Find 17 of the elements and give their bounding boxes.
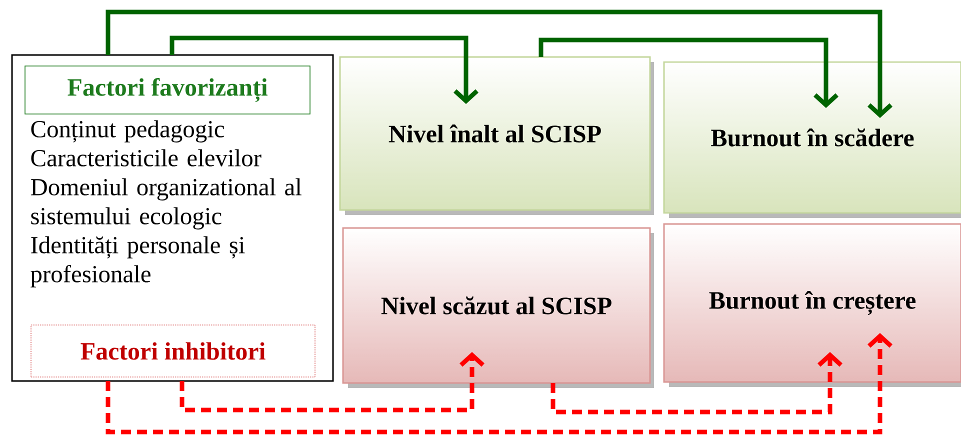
factor-list: Conținut pedagogic Caracteristicile elevilor Domeniul organizational al sistemului ecologic Identități personale și profesionale [30, 120, 302, 288]
arrow [538, 38, 839, 108]
outcome-box: Nivel scăzut al SCISP [342, 227, 654, 388]
outcome-box: Burnout în creștere [663, 223, 961, 387]
arrow [106, 333, 893, 434]
outcome-box: Nivel înalt al SCISP [339, 56, 654, 215]
node-label: Domeniul organizational al sistemului ecologic [30, 178, 302, 230]
node-label: Identități personale și profesionale [30, 236, 245, 288]
arrow [170, 36, 479, 104]
node-label: Caracteristicile elevilor [31, 149, 262, 166]
heading-box: Factori inhibitori [30, 324, 316, 378]
node-label: Conținut pedagogic [31, 120, 224, 142]
arrow [180, 352, 485, 412]
heading-box: Factori favorizanți [24, 66, 310, 114]
outcome-box: Burnout în scădere [663, 61, 961, 218]
arrow [550, 352, 842, 414]
arrow [106, 10, 893, 118]
